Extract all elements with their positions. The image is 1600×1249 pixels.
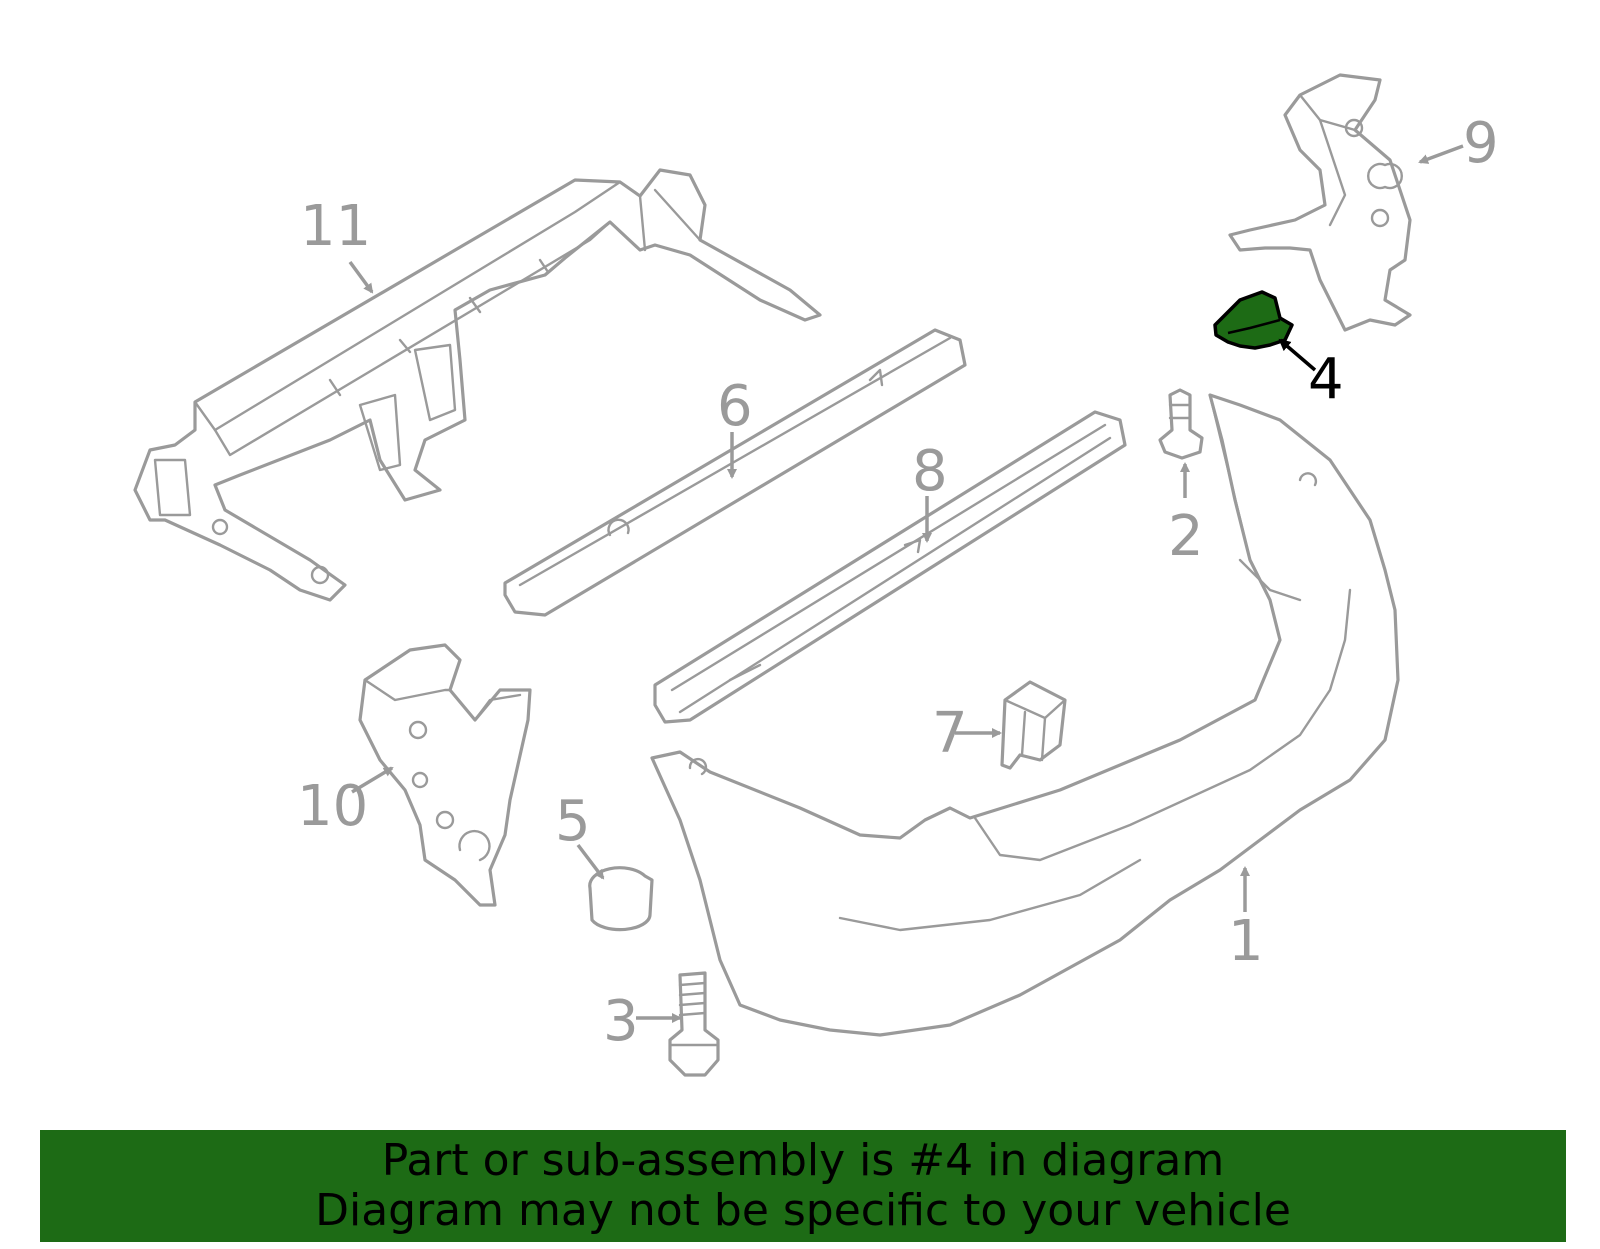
callout-10: 10 bbox=[297, 774, 368, 839]
callout-5: 5 bbox=[555, 789, 591, 854]
part-9-bracket bbox=[1228, 73, 1412, 332]
leader-lines bbox=[348, 144, 1464, 1023]
callout-2: 2 bbox=[1168, 504, 1204, 569]
callout-8: 8 bbox=[912, 439, 948, 504]
callout-9: 9 bbox=[1463, 111, 1499, 176]
part-10-bracket bbox=[358, 643, 532, 907]
callout-7: 7 bbox=[932, 701, 968, 766]
callout-3: 3 bbox=[603, 989, 639, 1054]
info-banner: Part or sub-assembly is #4 in diagram Di… bbox=[40, 1130, 1566, 1242]
part-5-cap bbox=[588, 866, 654, 932]
callout-1: 1 bbox=[1228, 909, 1264, 974]
part-8-reinforcement bbox=[653, 410, 1127, 724]
part-2-clip bbox=[1158, 388, 1204, 460]
part-7-clip bbox=[1000, 680, 1067, 770]
part-3-bolt bbox=[668, 971, 720, 1077]
part-11-crossmember bbox=[133, 168, 822, 602]
banner-line-1: Part or sub-assembly is #4 in diagram bbox=[381, 1135, 1225, 1186]
part-1-bumper-cover bbox=[650, 393, 1400, 1037]
callout-6: 6 bbox=[717, 374, 753, 439]
part-4-highlighted[interactable] bbox=[1213, 290, 1294, 350]
callout-4: 4 bbox=[1308, 347, 1344, 412]
banner-line-2: Diagram may not be specific to your vehi… bbox=[315, 1185, 1291, 1236]
callout-11: 11 bbox=[300, 194, 371, 259]
